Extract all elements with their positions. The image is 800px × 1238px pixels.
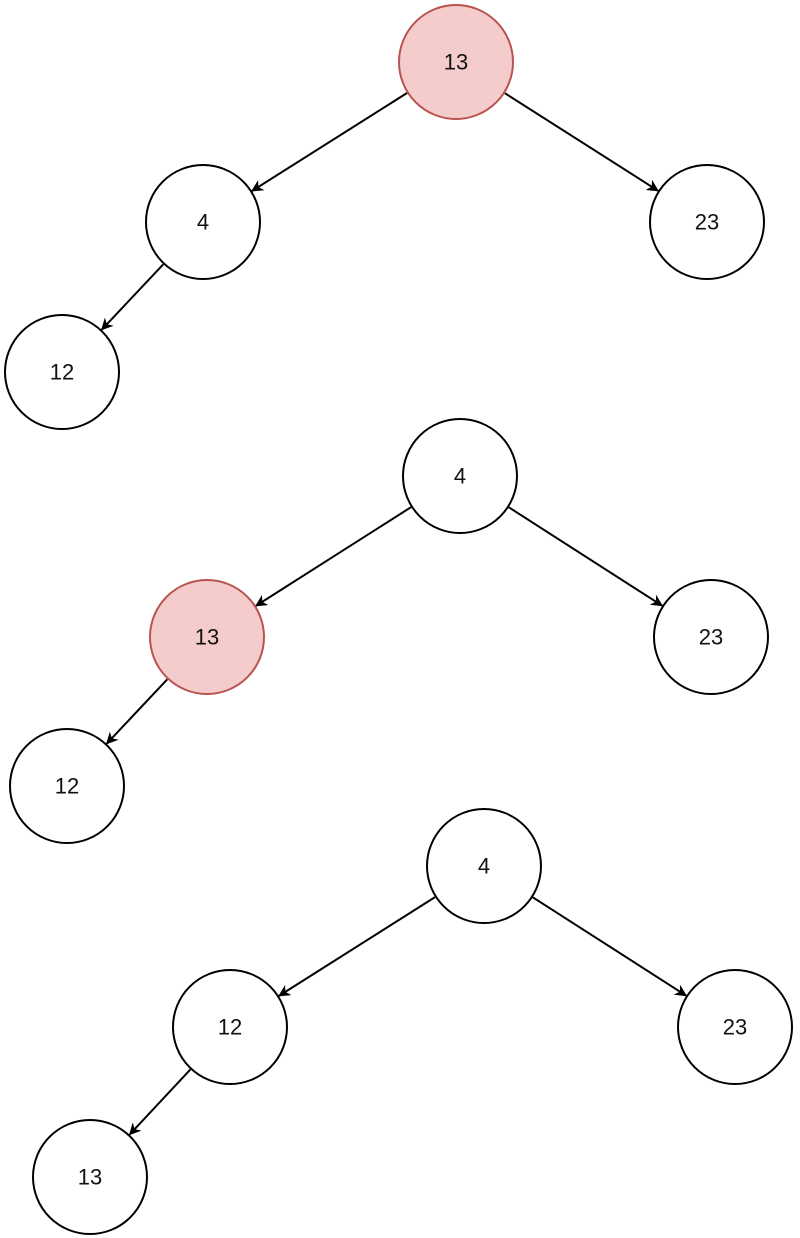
tree-node: 12 [9, 728, 125, 844]
tree-node: 13 [32, 1119, 148, 1235]
node-circle [649, 164, 765, 280]
node-label: 12 [55, 774, 79, 799]
node-label: 4 [197, 210, 209, 235]
node-label: 13 [195, 625, 219, 650]
node-circle [149, 579, 265, 695]
tree-node: 23 [649, 164, 765, 280]
node-label: 4 [454, 464, 466, 489]
edge-arrow [105, 678, 169, 745]
edge-arrow [128, 1068, 192, 1136]
node-circle [32, 1119, 148, 1235]
tree-node: 4 [426, 808, 542, 924]
tree-node: 23 [653, 579, 769, 695]
node-label: 23 [695, 210, 719, 235]
node-label: 4 [478, 854, 490, 879]
tree-1: 13 4 23 12 [4, 4, 765, 430]
node-circle [9, 728, 125, 844]
tree-node: 4 [145, 164, 261, 280]
tree-node: 23 [677, 969, 793, 1085]
node-circle [398, 4, 514, 120]
edge-arrow [532, 896, 688, 997]
tree-2: 4 13 23 12 [9, 418, 769, 844]
node-circle [677, 969, 793, 1085]
node-circle [145, 164, 261, 280]
node-label: 23 [723, 1015, 747, 1040]
tree-node: 12 [172, 969, 288, 1085]
edge-arrow [100, 263, 165, 331]
node-circle [172, 969, 288, 1085]
node-label: 13 [444, 50, 468, 75]
node-label: 12 [50, 360, 74, 385]
node-label: 23 [699, 625, 723, 650]
node-circle [426, 808, 542, 924]
edge-arrow [504, 92, 659, 192]
edge-arrow [278, 896, 436, 997]
node-label: 12 [218, 1015, 242, 1040]
tree-3: 4 12 23 13 [32, 808, 793, 1235]
node-circle [653, 579, 769, 695]
tree-node-highlighted: 13 [149, 579, 265, 695]
edge-arrow [508, 506, 664, 607]
node-circle [402, 418, 518, 534]
node-circle [4, 314, 120, 430]
tree-node-highlighted: 13 [398, 4, 514, 120]
tree-node: 4 [402, 418, 518, 534]
edge-arrow [255, 506, 412, 607]
node-label: 13 [78, 1165, 102, 1190]
edge-arrow [251, 92, 408, 192]
tree-node: 12 [4, 314, 120, 430]
